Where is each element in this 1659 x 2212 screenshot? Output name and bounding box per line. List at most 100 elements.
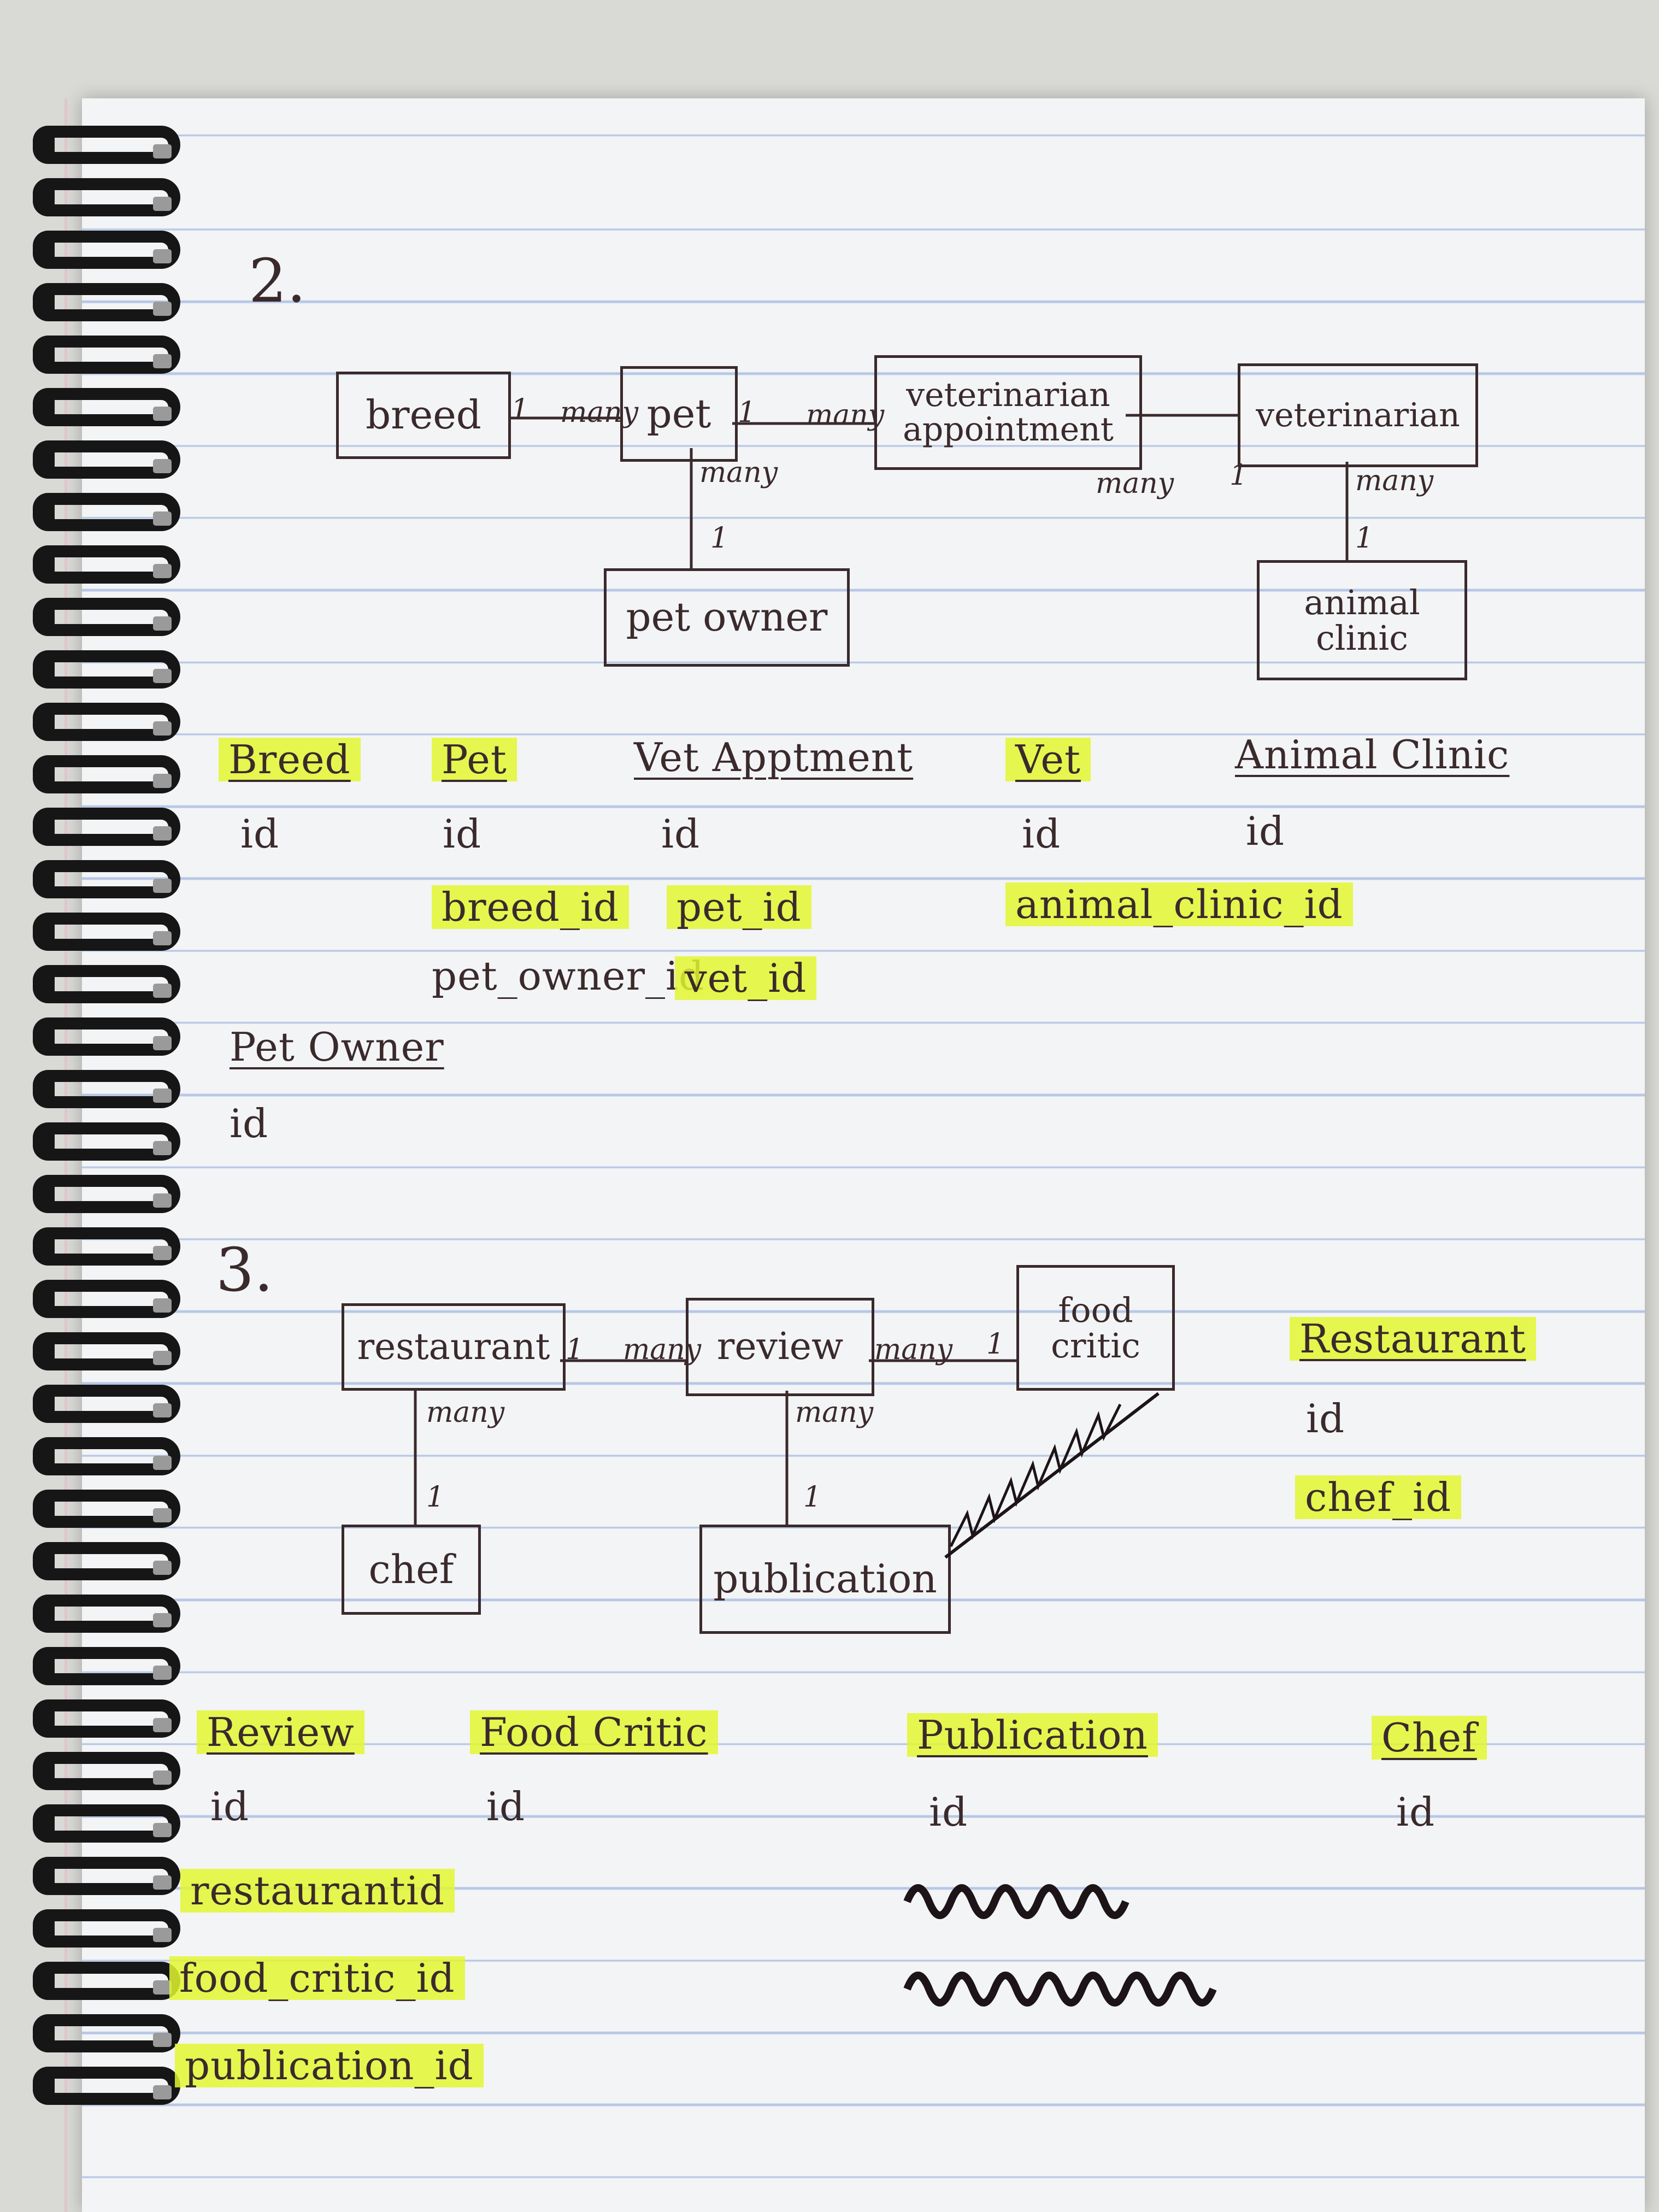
table-vet-field: animal_clinic_id xyxy=(1005,883,1353,926)
spiral-coil xyxy=(33,1227,180,1266)
spiral-coil xyxy=(33,1280,180,1318)
entity-pet-owner: pet owner xyxy=(604,568,850,667)
entity-publication: publication xyxy=(699,1525,951,1634)
spiral-coil xyxy=(33,388,180,426)
table-vet-appt-field: vet_id xyxy=(675,956,817,1000)
table-pet-title: Pet xyxy=(432,738,517,781)
spiral-coil xyxy=(33,965,180,1003)
card-pet-owner-1: 1 xyxy=(710,522,729,555)
spiral-coil xyxy=(33,336,180,374)
spiral-coil xyxy=(33,598,180,636)
card-pet-1: 1 xyxy=(738,396,756,429)
table-review-field: publication_id xyxy=(175,2044,484,2087)
card-pet-owner-many: many xyxy=(699,456,778,489)
card-appt-vet-many: many xyxy=(1096,467,1174,500)
entity-veterinarian: veterinarian xyxy=(1238,363,1478,467)
spiral-coil xyxy=(33,703,180,741)
card-restaurant-1: 1 xyxy=(566,1333,584,1366)
spiral-coil xyxy=(33,1490,180,1528)
card-publication-many: many xyxy=(795,1396,874,1429)
spiral-coil xyxy=(33,755,180,793)
spiral-coil xyxy=(33,1122,180,1161)
spiral-coil xyxy=(33,2067,180,2105)
card-critic-1: 1 xyxy=(986,1328,1005,1361)
card-vet-clinic-1: 1 xyxy=(1355,522,1374,555)
table-pet-owner-title: Pet Owner xyxy=(230,1024,444,1070)
table-pet-field: pet_owner_id xyxy=(432,953,705,999)
table-pet-owner-field: id xyxy=(230,1101,269,1146)
table-vet-appt-field: id xyxy=(661,811,701,857)
card-breed-1: 1 xyxy=(511,393,530,426)
card-appt-vet-1: 1 xyxy=(1229,459,1248,492)
entity-review: review xyxy=(686,1298,874,1396)
spiral-coil xyxy=(33,231,180,269)
table-pet-field: id xyxy=(443,811,482,857)
spiral-coil xyxy=(33,493,180,531)
crossed-out-line-scribble xyxy=(944,1392,1160,1559)
card-review-critic-many: many xyxy=(874,1333,953,1366)
notebook-page xyxy=(82,98,1645,2212)
card-vet-clinic-many: many xyxy=(1355,464,1434,497)
spiral-coil xyxy=(33,1595,180,1633)
section-3-number: 3. xyxy=(216,1235,273,1305)
entity-veterinarian-appointment: veterinarian appointment xyxy=(874,355,1142,470)
spiral-coil xyxy=(33,545,180,584)
entity-breed: breed xyxy=(336,372,511,459)
table-review-field: id xyxy=(210,1784,250,1829)
table-restaurant-field: id xyxy=(1306,1396,1345,1442)
spiral-coil xyxy=(33,1647,180,1685)
table-vet-field: id xyxy=(1022,811,1061,857)
spiral-coil xyxy=(33,650,180,689)
table-vet-appt-title: Vet Apptment xyxy=(634,734,914,780)
spiral-coil xyxy=(33,178,180,216)
table-animal-clinic-title: Animal Clinic xyxy=(1235,732,1510,778)
card-review-many: many xyxy=(623,1333,702,1366)
card-publication-1: 1 xyxy=(803,1481,822,1514)
spiral-coil xyxy=(33,1857,180,1895)
spiral-coil xyxy=(33,126,180,164)
section-2-number: 2. xyxy=(249,246,306,316)
table-chef-field: id xyxy=(1396,1789,1436,1835)
table-vet-appt-field: pet_id xyxy=(667,885,811,929)
spiral-coil xyxy=(33,1437,180,1475)
table-food-critic-title: Food Critic xyxy=(470,1710,718,1754)
spiral-coil xyxy=(33,1070,180,1108)
table-chef-title: Chef xyxy=(1372,1716,1487,1760)
table-review-field: food_critic_id xyxy=(169,1956,465,2000)
spiral-coil xyxy=(33,1385,180,1423)
table-review-field: restaurantid xyxy=(180,1869,455,1913)
table-review-title: Review xyxy=(197,1710,364,1754)
spiral-coil xyxy=(33,283,180,321)
table-animal-clinic-field: id xyxy=(1246,808,1285,854)
spiral-coil xyxy=(33,1699,180,1738)
card-chef-many: many xyxy=(426,1396,505,1429)
table-publication-title: Publication xyxy=(907,1713,1158,1757)
spiral-coil xyxy=(33,1909,180,1948)
spiral-coil xyxy=(33,2014,180,2052)
spiral-coil xyxy=(33,913,180,951)
scribbled-out-fields xyxy=(903,1884,1217,2007)
table-restaurant-title: Restaurant xyxy=(1290,1317,1536,1361)
entity-food-critic: food critic xyxy=(1016,1265,1175,1391)
table-pet-field: breed_id xyxy=(432,885,629,929)
table-vet-title: Vet xyxy=(1005,738,1091,781)
table-food-critic-field: id xyxy=(486,1784,526,1829)
entity-animal-clinic: animal clinic xyxy=(1257,560,1467,680)
spiral-binding xyxy=(33,126,186,2120)
spiral-coil xyxy=(33,1804,180,1843)
card-appt-many: many xyxy=(806,399,885,432)
spiral-coil xyxy=(33,1017,180,1056)
spiral-coil xyxy=(33,808,180,846)
table-restaurant-field: chef_id xyxy=(1295,1475,1462,1519)
spiral-coil xyxy=(33,860,180,898)
table-breed-title: Breed xyxy=(219,738,361,781)
spiral-coil xyxy=(33,1332,180,1370)
card-chef-1: 1 xyxy=(426,1481,445,1514)
table-breed-field: id xyxy=(240,811,280,857)
table-publication-field: id xyxy=(929,1789,968,1835)
spiral-coil xyxy=(33,1542,180,1580)
entity-restaurant: restaurant xyxy=(342,1303,566,1391)
card-pet-many: many xyxy=(560,396,639,429)
entity-chef: chef xyxy=(342,1525,481,1615)
